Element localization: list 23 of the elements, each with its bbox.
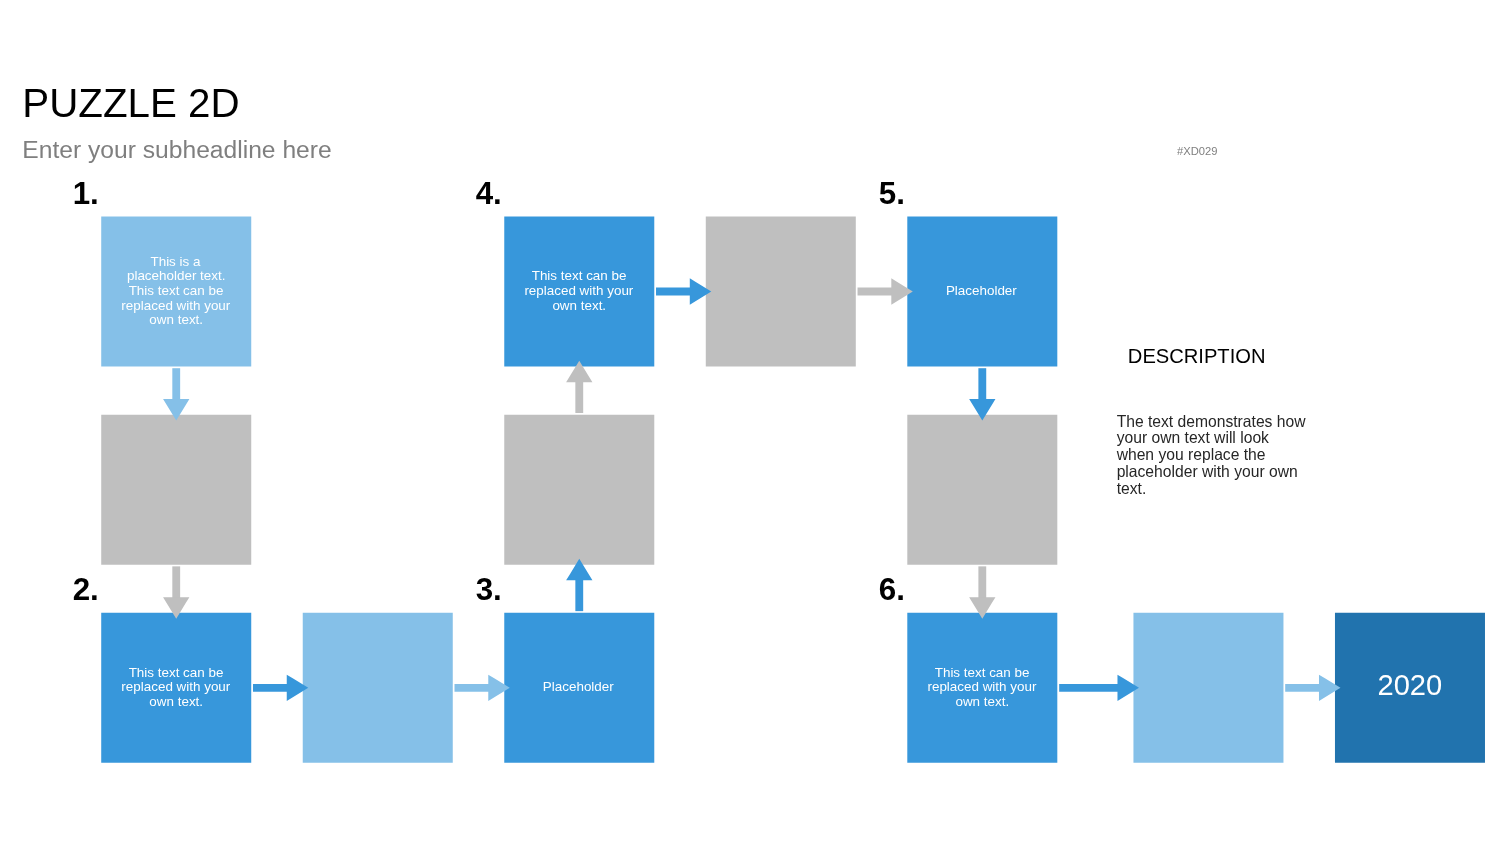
arrow [1059,674,1139,701]
node-label: 6. [878,571,905,607]
arrow [454,674,510,701]
node-label: 4. [475,175,502,211]
label: DESCRIPTION [1127,344,1266,367]
node-label: 1. [72,175,99,211]
arrow [656,277,712,305]
node-label: 3. [475,571,502,607]
node-label: 5. [878,175,905,211]
arrow [566,558,593,611]
arrow [1285,674,1341,701]
arrow [163,367,190,420]
arrow [969,367,996,420]
arrow [857,277,913,305]
label: #XD029 [1177,144,1218,157]
arrow [566,360,593,413]
diagram-title: PUZZLE 2D [22,80,240,126]
node-label: 2. [72,571,99,607]
arrow [253,674,309,701]
label: Enter your subheadline here [22,135,332,163]
arrow [163,565,190,619]
label: The text demonstrates how your own text will look when you replace the placeholder with your own text. [1116,412,1306,497]
arrow [969,565,996,619]
